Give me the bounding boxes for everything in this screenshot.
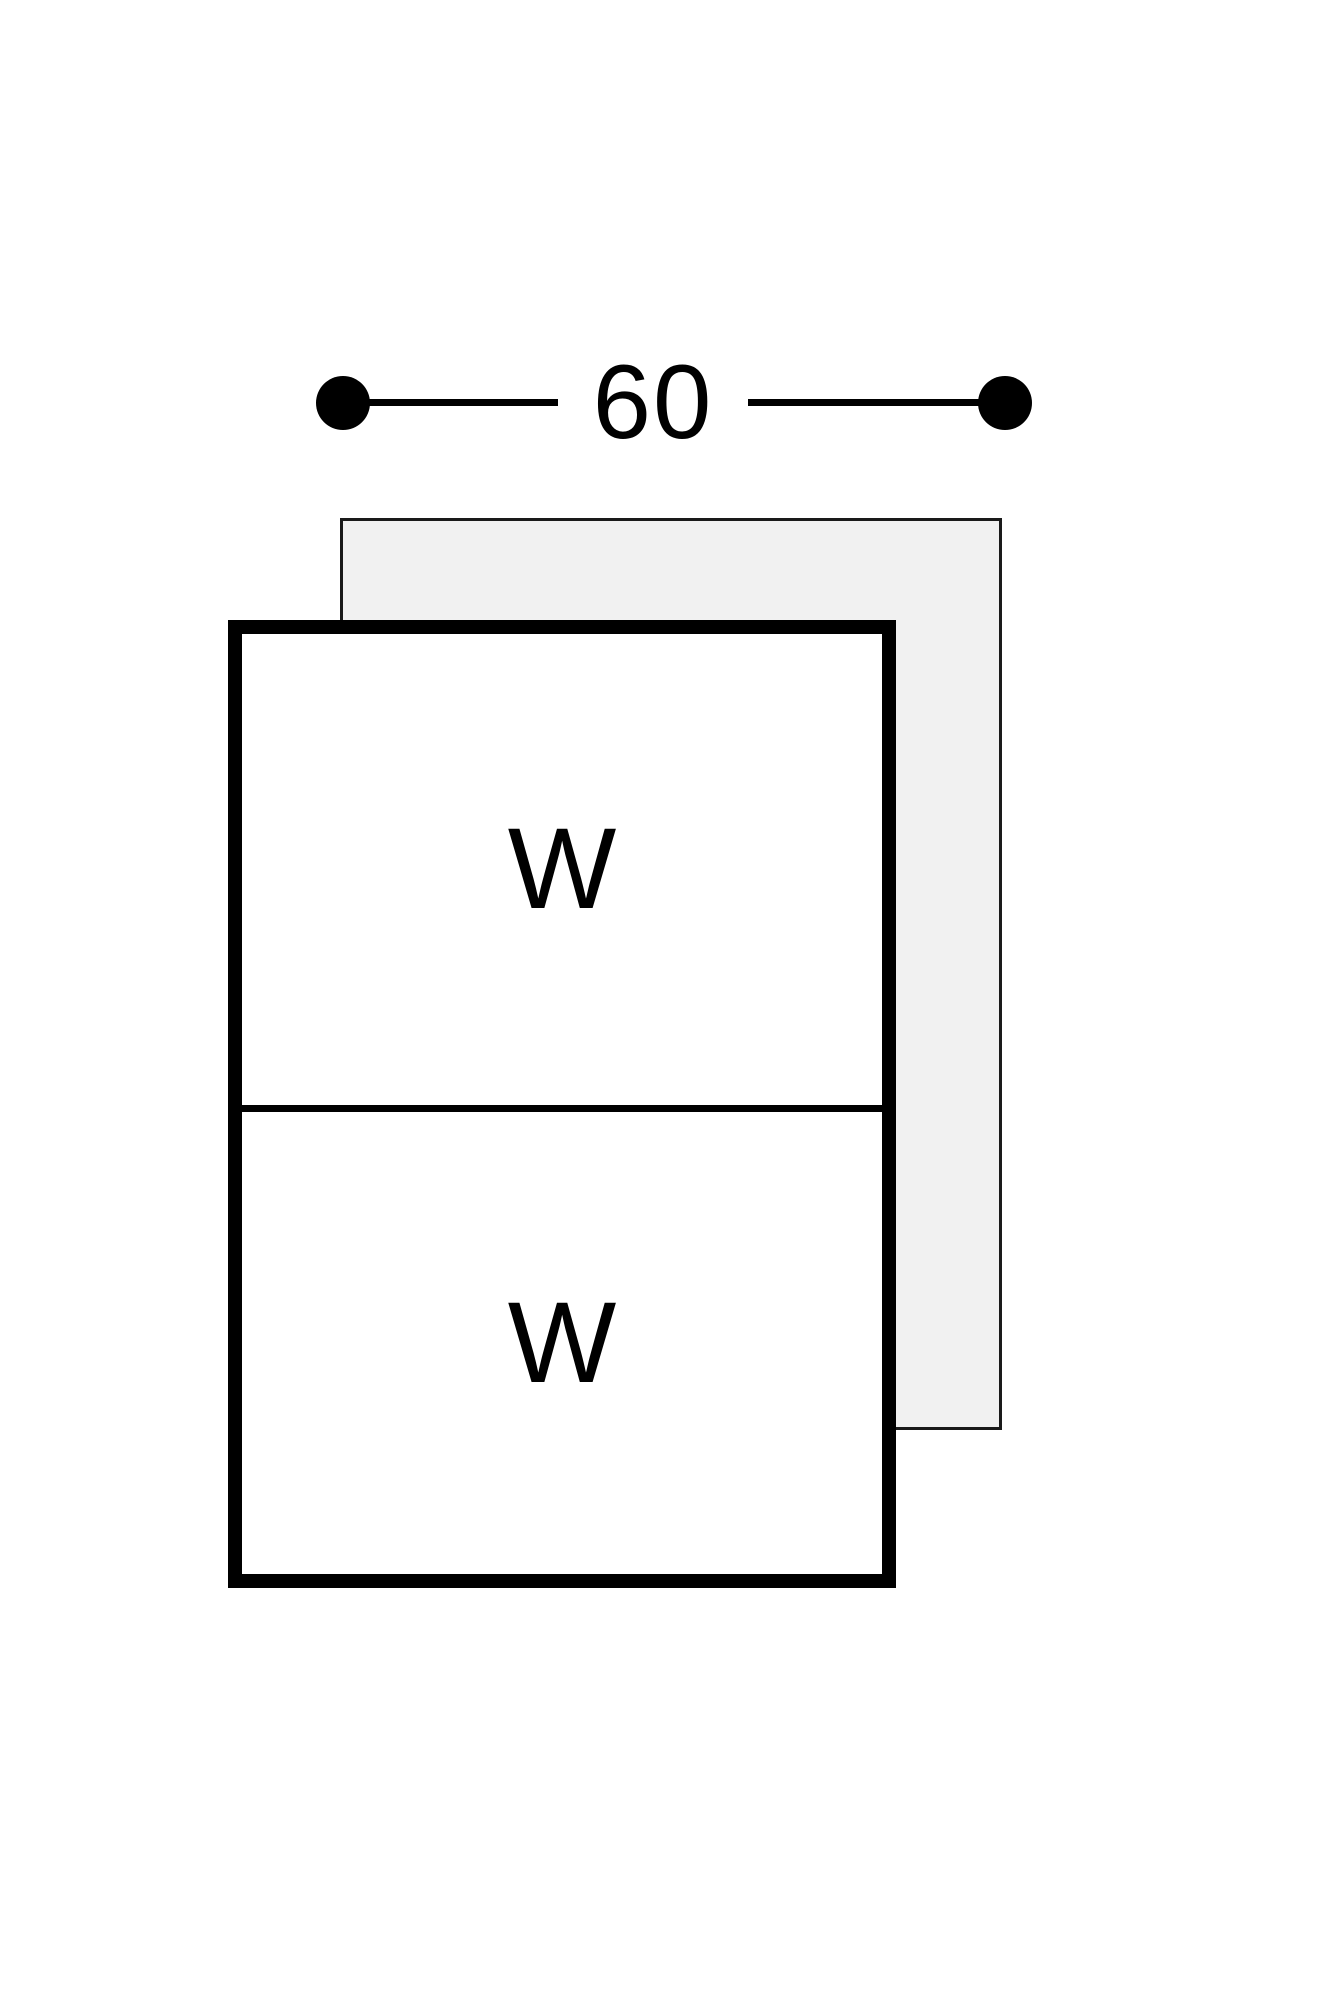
compartment-top: W	[242, 634, 882, 1112]
compartment-top-label: W	[507, 805, 617, 933]
compartment-bottom-label: W	[507, 1278, 617, 1407]
compartment-bottom: W	[242, 1112, 882, 1574]
dimension-width-label: 60	[558, 348, 748, 458]
appliance-outline: W W	[228, 620, 896, 1588]
dimension-right-endpoint-dot	[978, 376, 1032, 430]
dimension-left-endpoint-dot	[316, 376, 370, 430]
